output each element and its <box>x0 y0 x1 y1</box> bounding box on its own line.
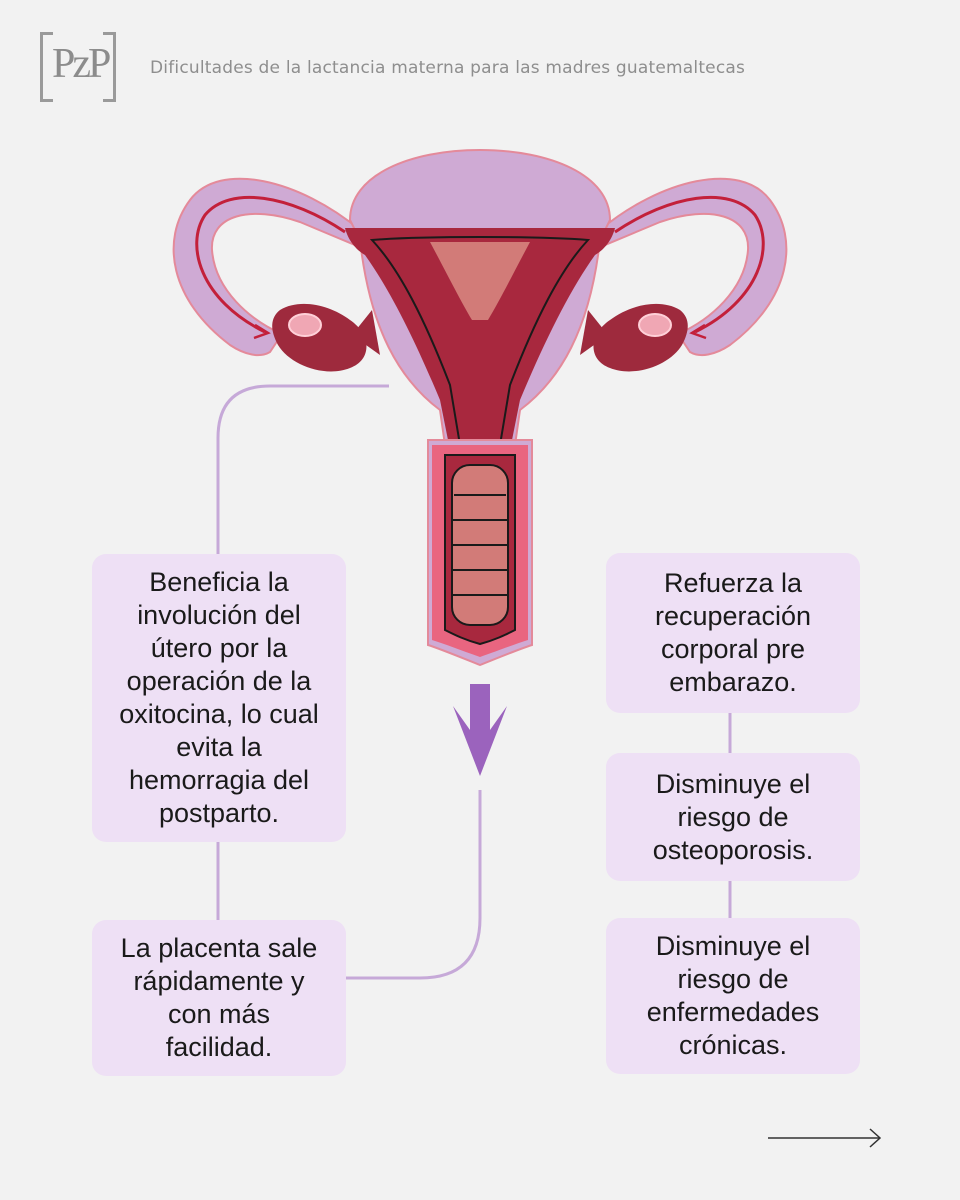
benefit-placenta: La placenta sale rápidamente y con más f… <box>92 920 346 1076</box>
arrow-right-icon[interactable] <box>766 1124 886 1154</box>
benefit-osteoporosis: Disminuye el riesgo de osteoporosis. <box>606 753 860 881</box>
benefit-involution: Beneficia la involución del útero por la… <box>92 554 346 842</box>
header-title: Dificultades de la lactancia materna par… <box>150 58 746 78</box>
logo-letters: PzP <box>52 41 111 87</box>
vaginal-canal <box>427 439 533 667</box>
arrow-down-icon <box>453 684 507 776</box>
fallopian-tubes <box>172 177 788 357</box>
benefit-recovery: Refuerza la recuperación corporal pre em… <box>606 553 860 713</box>
ovaries <box>272 303 688 372</box>
logo-bracket-left <box>40 32 53 102</box>
connector-bottom <box>346 790 482 980</box>
connector-lines <box>216 384 732 980</box>
benefit-chronic-disease: Disminuye el riesgo de enfermedades crón… <box>606 918 860 1074</box>
header: PzP Dificultades de la lactancia materna… <box>0 0 960 120</box>
uterus-body <box>345 148 615 450</box>
logo-bracket-right <box>103 32 116 102</box>
pzp-logo: PzP <box>40 32 116 102</box>
connector-top-left <box>216 384 389 554</box>
